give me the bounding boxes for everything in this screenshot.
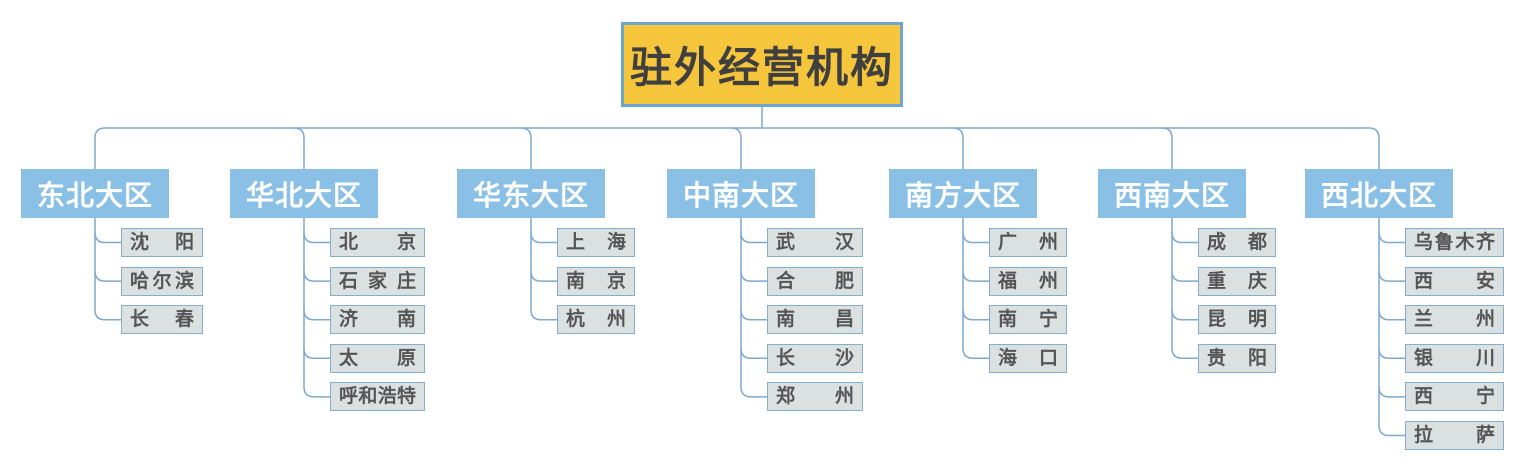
region-node[interactable]: 东北大区 xyxy=(21,169,169,218)
city-node[interactable]: 重庆 xyxy=(1198,266,1276,296)
connector-path xyxy=(1161,127,1173,169)
region-node[interactable]: 南方大区 xyxy=(889,169,1037,218)
region-node[interactable]: 西北大区 xyxy=(1305,169,1453,218)
connector-path xyxy=(303,271,330,282)
city-node[interactable]: 济南 xyxy=(330,305,425,335)
connector-path xyxy=(962,309,989,321)
city-node[interactable]: 海口 xyxy=(989,343,1067,373)
connector-path xyxy=(1378,271,1405,282)
connector-path xyxy=(952,127,964,169)
city-node[interactable]: 南宁 xyxy=(989,305,1067,335)
city-node[interactable]: 郑州 xyxy=(767,382,863,412)
city-node[interactable]: 贵阳 xyxy=(1198,343,1276,373)
city-node[interactable]: 太原 xyxy=(330,343,425,373)
connector-path xyxy=(94,309,121,321)
city-node[interactable]: 乌鲁木齐 xyxy=(1405,228,1504,257)
city-node[interactable]: 兰州 xyxy=(1405,305,1504,335)
connector-path xyxy=(530,271,557,282)
connector-path xyxy=(303,309,330,321)
connector-path xyxy=(1171,348,1198,360)
region-node[interactable]: 中南大区 xyxy=(667,169,815,218)
connector-path xyxy=(530,309,557,321)
city-node[interactable]: 呼和浩特 xyxy=(330,382,425,412)
connector-path xyxy=(730,127,742,169)
connector-path xyxy=(520,127,532,169)
connector-path xyxy=(1171,271,1198,282)
city-node[interactable]: 武汉 xyxy=(767,228,863,257)
connector-path xyxy=(962,232,989,244)
connector-path xyxy=(94,127,1380,169)
city-node[interactable]: 福州 xyxy=(989,266,1067,296)
connector-path xyxy=(1378,425,1405,437)
city-node[interactable]: 长沙 xyxy=(767,343,863,373)
connector-path xyxy=(1378,348,1405,360)
city-node[interactable]: 合肥 xyxy=(767,266,863,296)
connector-path xyxy=(962,348,989,360)
city-node[interactable]: 长春 xyxy=(121,305,203,335)
connector-path xyxy=(740,386,767,398)
connector-path xyxy=(962,271,989,282)
root-node[interactable]: 驻外经营机构 xyxy=(621,22,903,107)
city-node[interactable]: 沈阳 xyxy=(121,228,203,257)
region-node[interactable]: 华东大区 xyxy=(457,169,605,218)
city-node[interactable]: 南京 xyxy=(557,266,635,296)
connector-path xyxy=(1378,386,1405,398)
connector-path xyxy=(94,271,121,282)
connector-path xyxy=(1378,309,1405,321)
connector-path xyxy=(740,348,767,360)
connector-path xyxy=(303,232,330,244)
region-node[interactable]: 华北大区 xyxy=(230,169,378,218)
connector-path xyxy=(740,232,767,244)
connector-path xyxy=(1171,232,1198,244)
connector-path xyxy=(740,271,767,282)
city-node[interactable]: 银川 xyxy=(1405,343,1504,373)
connector-path xyxy=(293,127,305,169)
city-node[interactable]: 西宁 xyxy=(1405,382,1504,412)
city-node[interactable]: 拉萨 xyxy=(1405,421,1504,450)
connector-path xyxy=(530,232,557,244)
connector-path xyxy=(303,386,330,398)
city-node[interactable]: 广州 xyxy=(989,228,1067,257)
region-node[interactable]: 西南大区 xyxy=(1098,169,1246,218)
city-node[interactable]: 上海 xyxy=(557,228,635,257)
connector-path xyxy=(94,232,121,244)
connector-path xyxy=(1378,232,1405,244)
city-node[interactable]: 西安 xyxy=(1405,266,1504,296)
city-node[interactable]: 昆明 xyxy=(1198,305,1276,335)
city-node[interactable]: 南昌 xyxy=(767,305,863,335)
connector-path xyxy=(740,309,767,321)
city-node[interactable]: 成都 xyxy=(1198,228,1276,257)
city-node[interactable]: 石家庄 xyxy=(330,266,425,296)
city-node[interactable]: 杭州 xyxy=(557,305,635,335)
city-node[interactable]: 哈尔滨 xyxy=(121,266,203,296)
city-node[interactable]: 北京 xyxy=(330,228,425,257)
connector-path xyxy=(1171,309,1198,321)
connector-path xyxy=(303,348,330,360)
